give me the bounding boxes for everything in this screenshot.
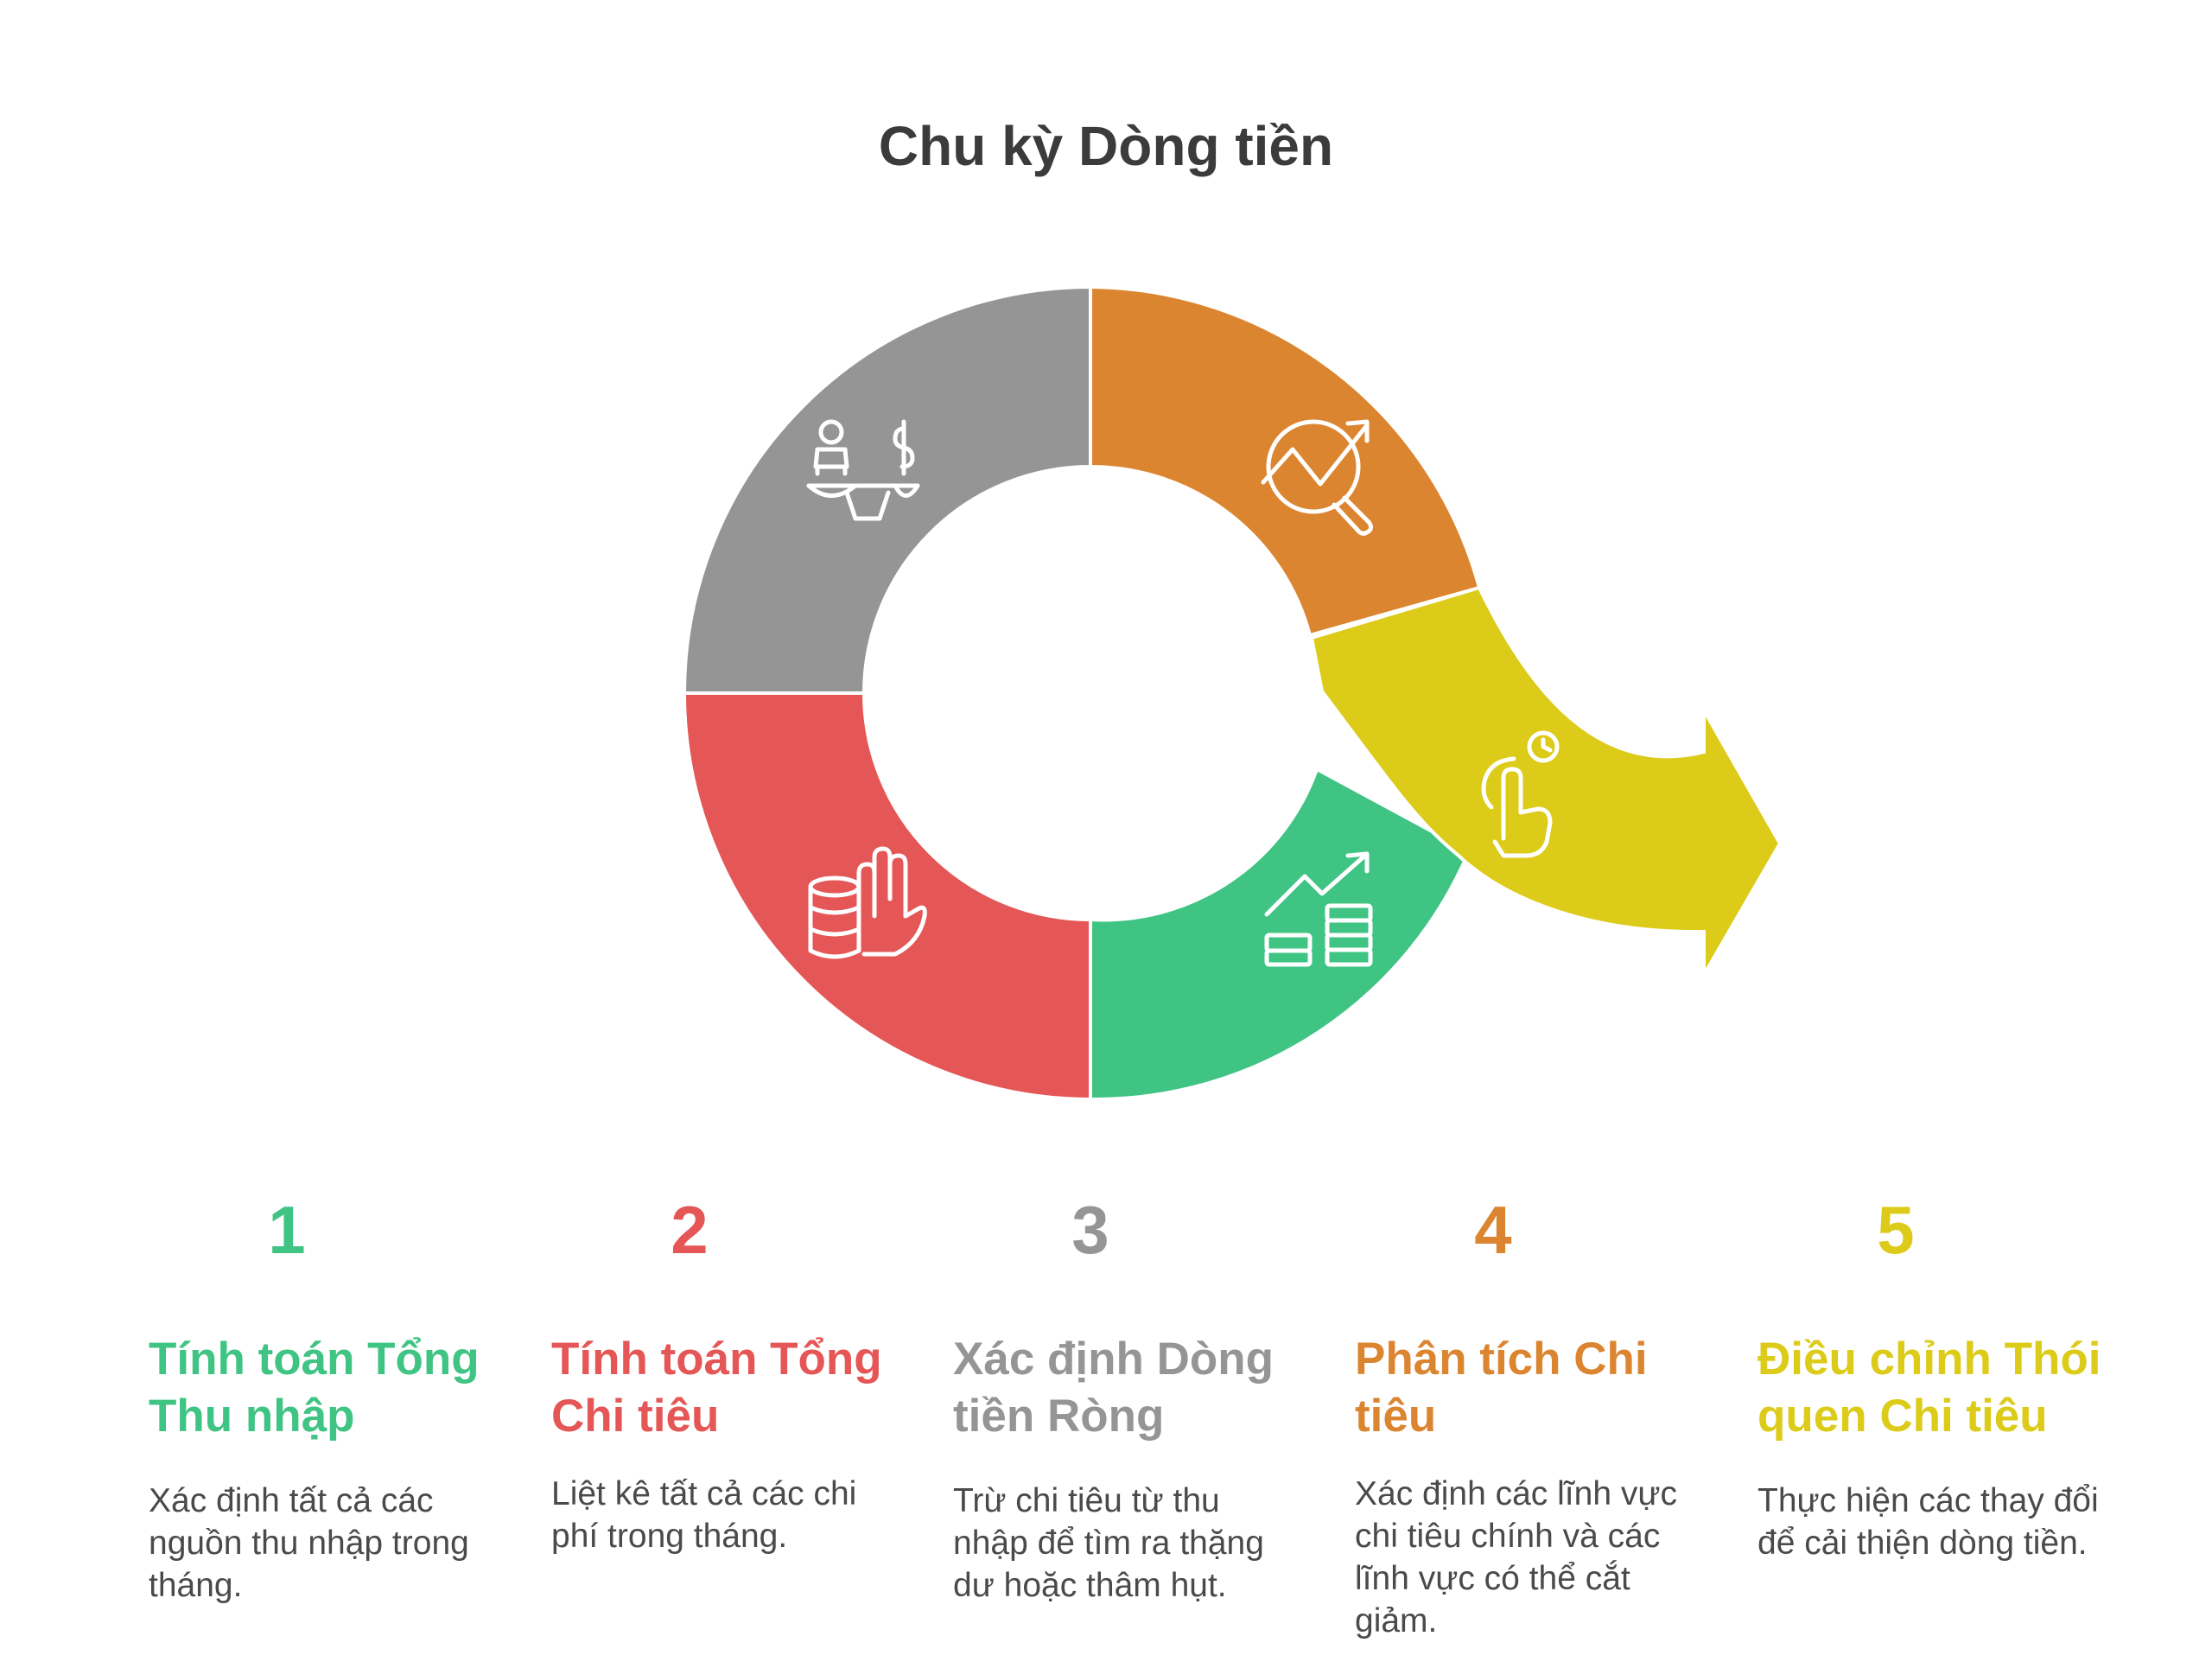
- scale-person-dollar-icon: [806, 419, 920, 521]
- step-title: Điều chỉnh Thói quen Chi tiêu: [1758, 1334, 2101, 1442]
- step-title: Tính toán Tổng Thu nhập: [149, 1334, 480, 1442]
- step-description: Liệt kê tất cả các chi phí trong tháng.: [551, 1475, 857, 1555]
- step-description: Trừ chi tiêu từ thu nhập để tìm ra thặng…: [953, 1482, 1264, 1604]
- step-title: Xác định Dòng tiền Ròng: [953, 1334, 1274, 1442]
- step-number: 3: [1071, 1192, 1109, 1268]
- hand-clock-icon: [1481, 730, 1560, 858]
- step-description: Thực hiện các thay đổi để cải thiện dòng…: [1758, 1482, 2099, 1562]
- cycle-segment-yellow-arrow: [1309, 585, 1783, 982]
- cycle-segment-gray: [682, 284, 1092, 695]
- cycle-segment-red: [682, 691, 1092, 1102]
- step-title: Tính toán Tổng Chi tiêu: [551, 1334, 882, 1442]
- hand-coins-icon: [808, 846, 927, 959]
- step-title: Phân tích Chi tiêu: [1355, 1334, 1648, 1442]
- page-title: Chu kỳ Dòng tiền: [878, 115, 1334, 177]
- step-number: 4: [1474, 1192, 1512, 1268]
- coins-growth-icon: [1264, 851, 1373, 967]
- chart-magnifier-icon: [1261, 419, 1374, 536]
- step-number: 1: [268, 1192, 306, 1268]
- step-description: Xác định các lĩnh vực chi tiêu chính và …: [1355, 1475, 1677, 1639]
- step-number: 5: [1877, 1192, 1915, 1268]
- step-number: 2: [671, 1192, 709, 1268]
- step-description: Xác định tất cả các nguồn thu nhập trong…: [149, 1482, 469, 1604]
